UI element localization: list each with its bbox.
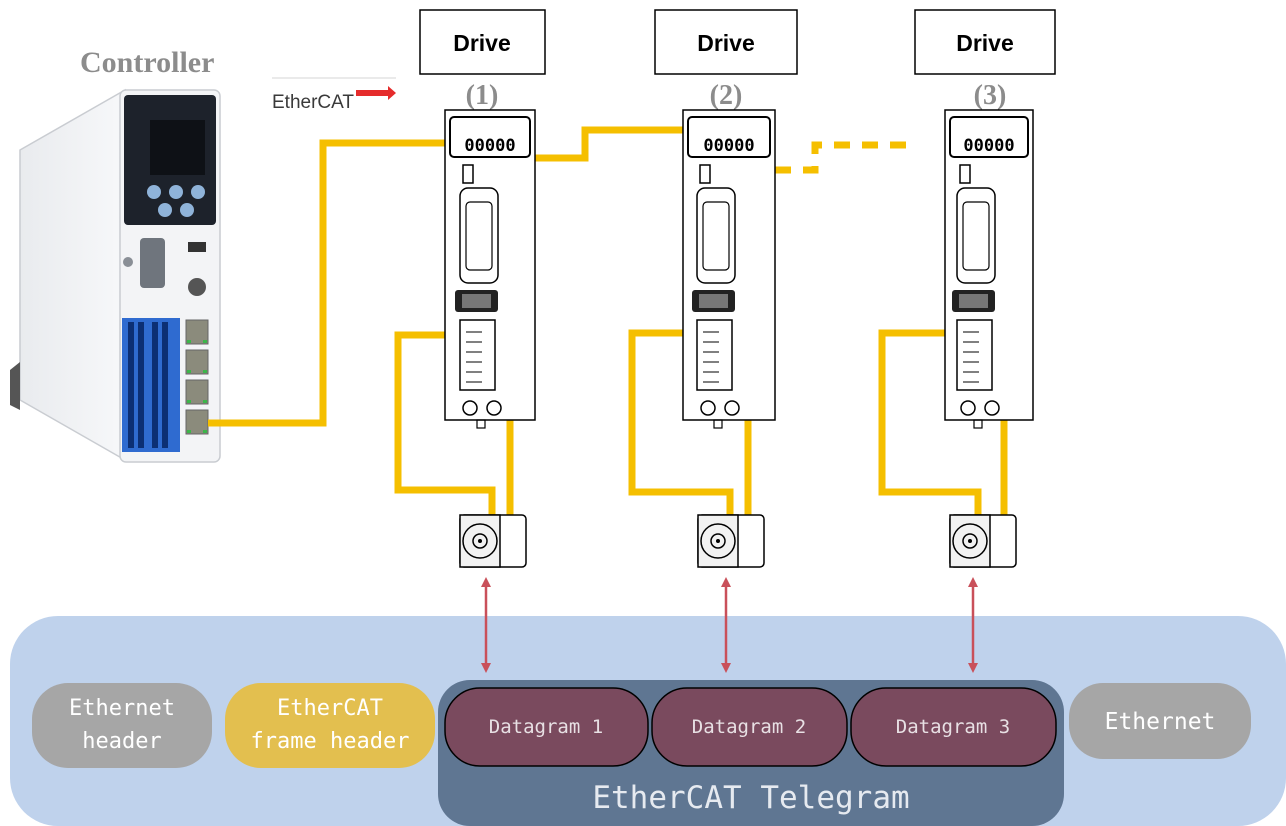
- drive-3-display: 00000: [963, 136, 1014, 156]
- ethernet-trailer-label: Ethernet: [1105, 709, 1216, 735]
- ethercat-cables: [208, 126, 1008, 515]
- drive-3-label-box: [914, 9, 1056, 75]
- drive-3: Drive (3) 00000: [914, 9, 1056, 429]
- ethercat-telegram-label: EtherCAT Telegram: [592, 780, 909, 816]
- datagram-1-label: Datagram 1: [489, 716, 603, 738]
- servo-motor-3: [949, 514, 1017, 568]
- motor-power-cable-2: [628, 329, 734, 515]
- drive-1-index: (1): [466, 80, 499, 111]
- ethercat-frame-header-line-1: EtherCAT: [277, 696, 383, 721]
- drive-1-label-box: [419, 9, 546, 75]
- datagram-2-label: Datagram 2: [692, 716, 806, 738]
- ethernet-header-line-1: Ethernet: [69, 696, 175, 721]
- cable-drive-1-to-drive-2: [535, 126, 683, 162]
- datagram-1: Datagram 1: [444, 687, 649, 767]
- ethernet-header-block: Ethernet header: [32, 683, 212, 768]
- drive-3-label: Drive: [956, 30, 1014, 56]
- cable-controller-to-drive-1: [208, 139, 445, 427]
- controller-title: Controller: [80, 46, 214, 79]
- controller-device: [10, 88, 221, 463]
- ethercat-logo-text: EtherCAT: [272, 92, 354, 113]
- drive-2-index: (2): [710, 80, 743, 111]
- datagram-2: Datagram 2: [651, 687, 848, 767]
- ethercat-logo: EtherCAT: [272, 77, 396, 113]
- drive-2: Drive (2) 00000: [654, 9, 798, 429]
- ethercat-frame-header-block: EtherCAT frame header: [225, 683, 435, 768]
- drive-1: Drive (1) 00000: [419, 9, 546, 429]
- drive-1-label: Drive: [453, 30, 511, 56]
- drive-2-label: Drive: [697, 30, 755, 56]
- datagram-3: Datagram 3: [850, 687, 1057, 767]
- ethercat-frame-header-line-2: frame header: [251, 729, 410, 754]
- ethernet-trailer-block: Ethernet: [1069, 683, 1251, 759]
- drive-3-index: (3): [974, 80, 1007, 111]
- motor-power-cable-3: [878, 329, 982, 515]
- servo-motor-2: [697, 514, 765, 568]
- servo-motor-1: [459, 514, 527, 568]
- drive-1-display: 00000: [464, 136, 515, 156]
- exchange-arrows: [481, 577, 978, 673]
- motor-power-cable-1: [394, 331, 496, 515]
- ethercat-logo-arrow-icon: [356, 86, 396, 100]
- drive-2-display: 00000: [703, 136, 754, 156]
- cable-drive-2-to-drive-3: [775, 141, 910, 174]
- drive-2-label-box: [654, 9, 798, 75]
- datagram-3-label: Datagram 3: [896, 716, 1010, 738]
- ethernet-header-line-2: header: [82, 729, 161, 754]
